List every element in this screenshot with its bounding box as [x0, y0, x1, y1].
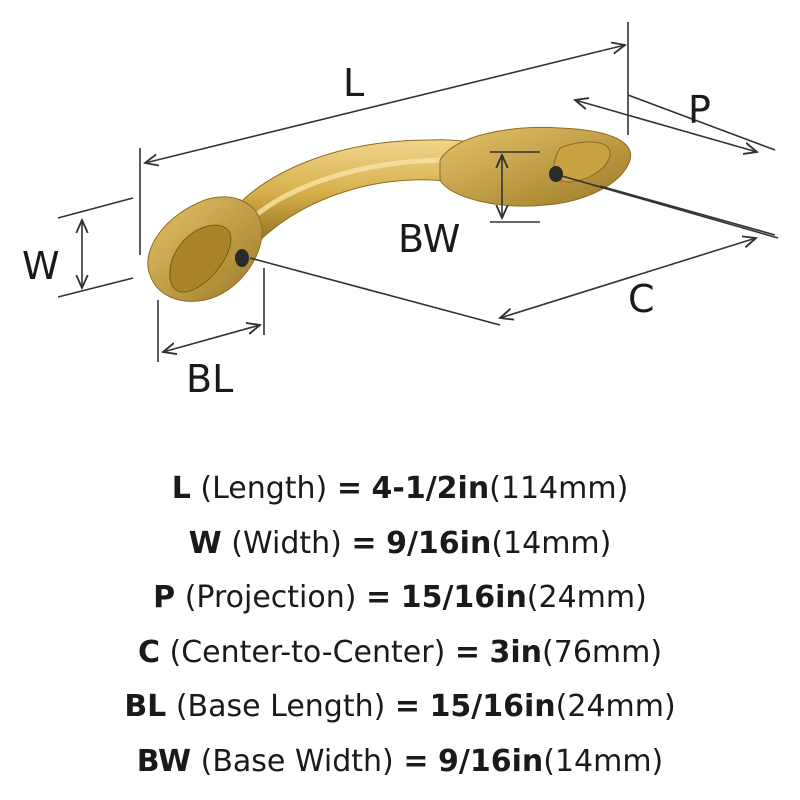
- dimension-lines: [57, 22, 779, 362]
- spec-list: L (Length) = 4-1/2in(114mm) W (Width) = …: [0, 462, 800, 789]
- label-L: L: [343, 61, 364, 105]
- label-BW: BW: [398, 217, 460, 261]
- spec-width: W (Width) = 9/16in(14mm): [188, 525, 612, 561]
- left-screw-hole: [235, 249, 249, 267]
- spec-base-length: BL (Base Length) = 15/16in(24mm): [124, 689, 676, 724]
- spec-length: L (Length) = 4-1/2in(114mm): [171, 471, 629, 506]
- label-P: P: [688, 88, 711, 132]
- spec-center-to-center: C (Center-to-Center) = 3in(76mm): [137, 634, 663, 670]
- label-W: W: [22, 244, 60, 288]
- label-BL: BL: [186, 357, 233, 401]
- right-screw-hole: [549, 166, 563, 182]
- spec-base-width: BW (Base Width) = 9/16in(14mm): [136, 743, 664, 779]
- spec-projection: P (Projection) = 15/16in(24mm): [153, 580, 647, 615]
- dimension-diagram: L W P BW C BL: [22, 22, 779, 401]
- handle-pull: [147, 127, 632, 302]
- label-C: C: [628, 277, 655, 321]
